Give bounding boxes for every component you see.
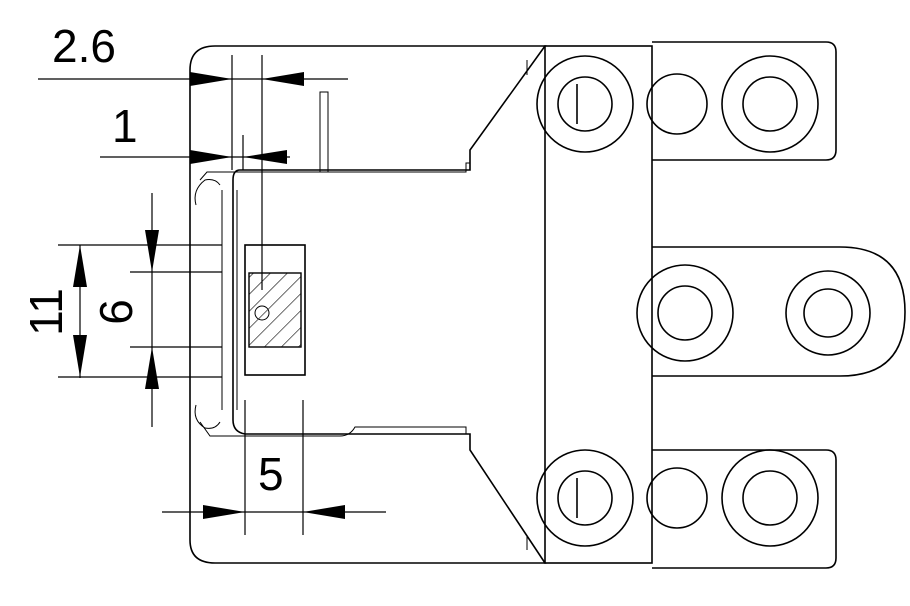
hole-top-mid [646, 73, 708, 135]
hole-bottom-mid [646, 467, 708, 529]
dim-1-arrow-left [190, 150, 232, 164]
dim-5-arrow-left [203, 505, 245, 519]
tab-middle [652, 246, 906, 377]
dim-2-6-arrow-right [262, 72, 304, 86]
tab-bottom [652, 449, 837, 569]
hole-mid-right-inner [803, 288, 853, 338]
hole-top-left-outer [536, 55, 634, 153]
sensor-hole [254, 305, 270, 321]
right-block [544, 45, 653, 564]
dim-11-arrow-top [145, 230, 159, 272]
hole-top-left-inner [557, 76, 613, 132]
inner-frame-bottom [199, 421, 467, 437]
dim-label-6: 6 [90, 299, 142, 325]
hole-bottom-right-outer [721, 449, 819, 547]
inner-frame-top [199, 162, 470, 181]
dim-11-arrow-bottom [145, 347, 159, 389]
dim-5-arrow-right [303, 505, 345, 519]
dim-label-2-6: 2.6 [52, 20, 116, 72]
dim-2-6-arrow-left [190, 72, 232, 86]
mounting-tabs [652, 41, 906, 569]
contact-edge-bottom [194, 404, 221, 429]
dimension-labels: 2.6 1 11 6 5 [20, 20, 284, 500]
dimension-lines [38, 55, 386, 535]
hatched-sensor [248, 272, 302, 348]
hole-mid-left-outer [636, 264, 734, 362]
dim-6-arrow-top [73, 245, 87, 287]
hole-bottom-right-inner [742, 470, 798, 526]
sensor-window [244, 244, 306, 376]
dim-label-11: 11 [20, 288, 72, 336]
body-outline [189, 45, 547, 564]
dim-6-arrow-bottom [73, 335, 87, 377]
hole-top-right-outer [721, 55, 819, 153]
contact-edge-top [194, 179, 221, 206]
dim-label-1: 1 [112, 100, 138, 152]
tab-top [652, 41, 837, 161]
dim-1-arrow-right [243, 150, 287, 164]
dim-label-5: 5 [258, 448, 284, 500]
hole-bottom-left-outer [536, 449, 634, 547]
component-body [189, 45, 653, 564]
hole-bottom-left-inner [557, 470, 613, 526]
mounting-holes [536, 55, 871, 547]
terminal-pin [319, 91, 329, 173]
hole-top-right-inner [742, 76, 798, 132]
hole-mid-left-inner [657, 285, 713, 341]
hole-mid-right-outer [785, 270, 871, 356]
